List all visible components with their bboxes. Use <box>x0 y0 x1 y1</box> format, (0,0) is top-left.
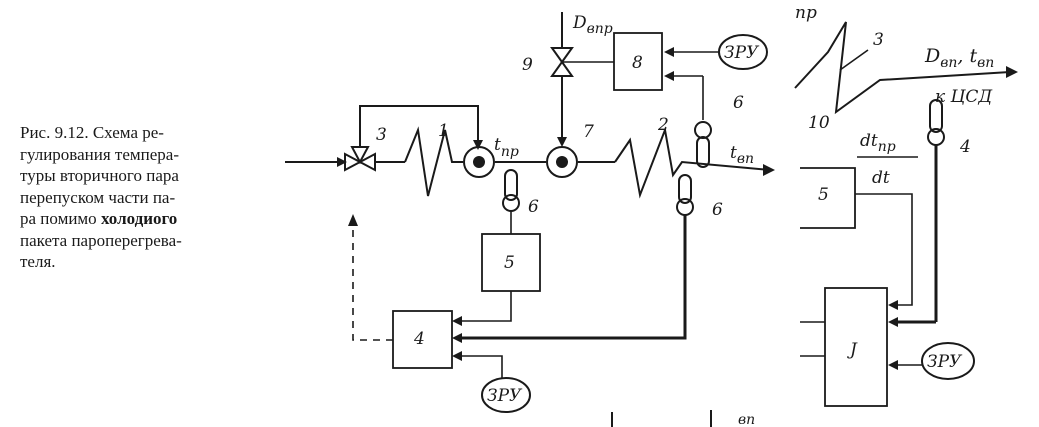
label-zru-top: ЗРУ <box>724 43 760 63</box>
caption-line-2: гулирования темпера- <box>20 144 180 164</box>
caption-line-5: ра помимо холодиого <box>20 208 260 230</box>
label-d-vpr: Dвпр <box>572 13 613 37</box>
right-zru-to-block <box>888 360 922 370</box>
caption-line-3: туры вторичного пара <box>20 166 179 185</box>
label-block-4: 4 <box>413 329 425 349</box>
block-5-to-block-4 <box>452 291 512 326</box>
label-zru-bottom: ЗРУ <box>487 386 523 406</box>
label-t-vp: tвп <box>730 143 754 167</box>
right-block-bottom <box>824 287 888 407</box>
label-sensor-7: 7 <box>583 122 594 142</box>
right-zru-circle <box>921 342 975 380</box>
label-valve-3: 3 <box>376 125 387 145</box>
caption-line-4: перепуском части па- <box>20 187 176 207</box>
temperature-sensor-t-pr <box>463 146 495 178</box>
caption-line-7: теля. <box>20 252 56 271</box>
bottom-fragment-text: вп <box>738 412 755 427</box>
sensor-6-to-block-8 <box>664 71 712 168</box>
zru-top-circle <box>718 34 768 70</box>
caption-line-1: Рис. 9.12. Схема ре- <box>20 123 164 142</box>
caption-bold-word: холодиого <box>100 209 178 228</box>
label-sensor-6c: 6 <box>712 200 723 220</box>
right-deriv-den: dt <box>872 168 890 188</box>
right-label-10: 10 <box>808 113 830 133</box>
right-label-3: 3 <box>873 30 884 50</box>
right-deriv-num: dtпр <box>860 131 896 155</box>
caption-line-6: пакета пароперегрева- <box>20 230 182 250</box>
bypass-line <box>359 105 483 150</box>
right-block-5 <box>800 167 856 229</box>
main-steam-line <box>285 126 775 199</box>
zru-bottom-circle <box>481 377 531 413</box>
label-superheater-2: 2 <box>657 115 669 135</box>
right-label-block-bottom: J <box>847 340 858 360</box>
label-t-pr: tпр <box>494 135 519 160</box>
zru-to-block-4 <box>452 351 503 378</box>
sensor-6-to-block-5 <box>502 169 520 234</box>
label-sensor-6a: 6 <box>733 93 744 113</box>
label-valve-9: 9 <box>522 55 533 75</box>
right-superheater-10 <box>794 21 1018 115</box>
sensor-6c-to-block-4 <box>452 174 694 343</box>
block-5 <box>481 233 541 292</box>
block-8 <box>613 32 663 91</box>
label-block-5: 5 <box>504 253 515 273</box>
zru-to-block-8 <box>664 47 720 57</box>
right-block-5-to-block <box>855 193 913 310</box>
right-label-4: 4 <box>959 137 971 157</box>
control-line-to-valve-3 <box>348 214 393 341</box>
right-label-d-vp: Dвп,tвп <box>924 45 994 71</box>
injection-point-7 <box>546 146 578 178</box>
caption-line-5-text: ра помимо <box>20 209 101 228</box>
label-block-8: 8 <box>632 53 643 73</box>
right-top-fragment: пр <box>795 3 817 23</box>
right-sensor-4 <box>888 99 945 327</box>
label-superheater-1: 1 <box>438 121 449 141</box>
figure-caption: Рис. 9.12. Схема ре- гулирования темпера… <box>20 122 260 273</box>
injection-line <box>550 12 614 147</box>
right-label-block-5: 5 <box>818 185 829 205</box>
right-label-k-csd: к ЦСД <box>935 87 993 107</box>
label-sensor-6b: 6 <box>528 197 539 217</box>
three-way-valve-3 <box>344 146 376 172</box>
right-label-zru: ЗРУ <box>927 352 963 372</box>
